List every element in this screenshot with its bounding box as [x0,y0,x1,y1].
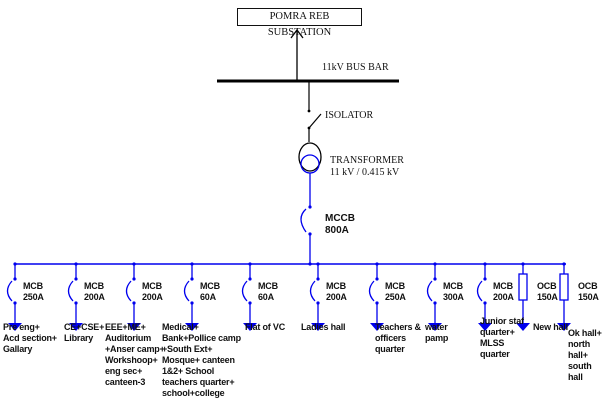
breaker-rating-label: MCB 200A [326,281,347,302]
mcb-top-node [433,277,437,281]
mcb-top-node [13,277,17,281]
mcb-arc [426,280,433,302]
breaker-rating-label: MCB 60A [258,281,278,302]
mcb-arc [368,280,375,302]
load-description-label: Ladies hall [301,322,346,332]
load-description-label: water pamp [425,322,449,343]
load-arrow-icon [8,323,22,331]
mcb-arc [476,280,483,302]
breaker-rating-label: MCB 300A [443,281,464,302]
lv-bus-main-node [308,262,312,266]
ocb-breaker-box [559,273,569,301]
load-description-label: Pre eng+ Acd section+ Gallary [3,322,57,354]
load-arrow-icon [516,323,530,331]
breaker-rating-label: MCB 200A [84,281,105,302]
load-description-label: EEE+ME+ Auditorium +Anser camp+ Workshoo… [105,322,165,387]
breaker-rating-label: MCB 200A [493,281,514,302]
transformer-primary-winding [298,142,322,172]
load-arrow-icon [243,323,257,331]
load-description-label: New hall [533,322,568,332]
mccb-top-node [308,205,312,209]
mcb-top-node [132,277,136,281]
mcb-arc [241,280,248,302]
hv-bus-bar-label: 11kV BUS BAR [322,62,389,73]
mcb-arc [125,280,132,302]
load-arrow-icon [370,323,384,331]
isolator-switch-blade [308,113,322,129]
load-description-label: Flat of VC [245,322,285,332]
transformer-secondary-winding [300,154,320,174]
breaker-rating-label: MCB 250A [385,281,406,302]
isolator-top-node [307,109,311,113]
mcb-arc [67,280,74,302]
mcb-top-node [483,277,487,281]
mcb-top-node [190,277,194,281]
load-description-label: CE+CSE+ Library [64,322,105,343]
load-description-label: Ok hall+ north hall+ south hall [568,328,602,382]
load-arrow-icon [428,323,442,331]
source-arrow-head [290,28,304,39]
load-arrow-icon [311,323,325,331]
breaker-rating-label: OCB 150A [537,281,558,302]
mcb-top-node [248,277,252,281]
mccb-label: MCCB 800A [325,213,355,236]
breaker-rating-label: MCB 200A [142,281,163,302]
load-description-label: Junior staf quarter+ MLSS quarter [480,316,524,359]
mcb-top-node [375,277,379,281]
load-arrow-icon [185,323,199,331]
mccb-arc [300,208,307,233]
mcb-arc [6,280,13,302]
mcb-top-node [74,277,78,281]
load-description-label: Teachers & officers quarter [375,322,421,354]
load-arrow-icon [557,323,571,331]
breaker-rating-label: OCB 150A [578,281,599,302]
mcb-arc [183,280,190,302]
load-arrow-icon [478,323,492,331]
transformer-label: TRANSFORMER 11 kV / 0.415 kV [330,155,404,178]
ocb-breaker-box [518,273,528,301]
mcb-arc [309,280,316,302]
breaker-rating-label: MCB 60A [200,281,220,302]
mcb-top-node [316,277,320,281]
load-arrow-icon [69,323,83,331]
feeder-branches [6,262,571,331]
isolator-label: ISOLATOR [325,110,374,121]
load-description-label: Medical+ Bank+Pollice camp +South Ext+ M… [162,322,241,398]
source-substation-box: POMRA REB SUBSTATION [237,8,362,38]
load-arrow-icon [127,323,141,331]
breaker-rating-label: MCB 250A [23,281,44,302]
